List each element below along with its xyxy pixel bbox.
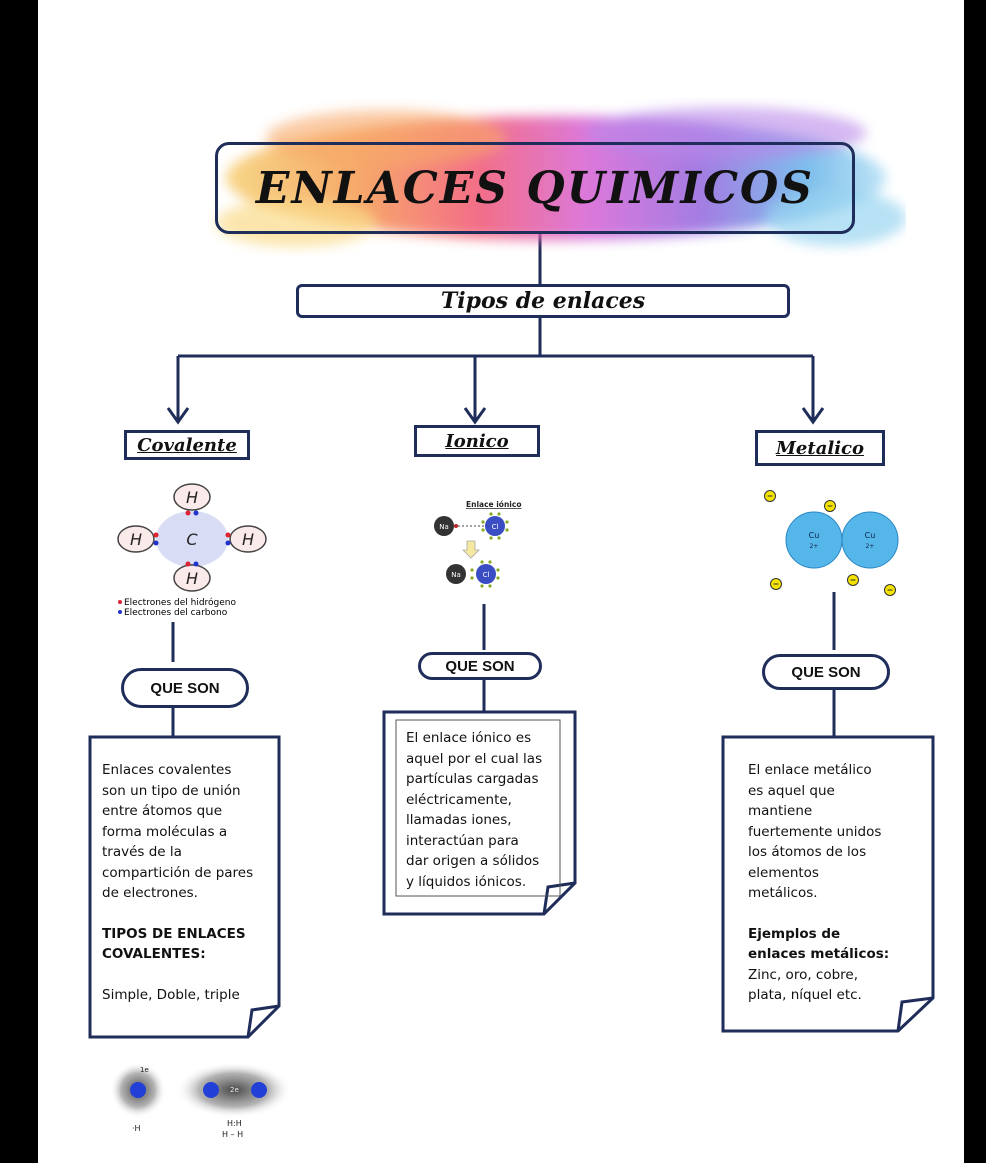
metalico-line-5: los átomos de los xyxy=(748,844,867,860)
h-label-top: H xyxy=(186,488,198,507)
cl-label: Cl xyxy=(492,523,499,531)
ionico-line-4: eléctricamente, xyxy=(406,791,512,808)
carbon-cloud xyxy=(156,511,228,567)
title-box: ENLACES QUIMICOS xyxy=(215,142,855,234)
h-bond-label: H – H xyxy=(222,1130,243,1139)
question-pill-ionico: QUE SON xyxy=(418,652,542,680)
covalente-subheading-2: COVALENTES: xyxy=(102,946,206,962)
watercolor-banner xyxy=(216,107,906,247)
metalico-line-6: elementos xyxy=(748,864,819,881)
methane-diagram: H H H H C Electrones del hidrógeno Elect… xyxy=(117,483,267,618)
legend-hydrogen: Electrones del hidrógeno xyxy=(124,597,236,608)
covalente-types: Simple, Doble, triple xyxy=(102,986,240,1003)
ionico-line-7: dar origen a sólidos xyxy=(406,853,540,869)
covalente-line-2: son un tipo de unión xyxy=(102,782,241,799)
covalente-line-7: de electrones. xyxy=(102,885,198,901)
metalico-line-1: El enlace metálico xyxy=(748,762,872,778)
note-ionico xyxy=(382,710,577,916)
metalico-examples-heading-1: Ejemplos de xyxy=(748,925,841,942)
cl-atom xyxy=(485,516,505,536)
metalico-description: El enlace metálico es aquel que mantiene… xyxy=(748,760,920,1006)
metalico-line-4: fuertemente unidos xyxy=(748,823,882,840)
label-covalente: Covalente xyxy=(137,434,237,456)
h-pair-label: H:H xyxy=(227,1119,242,1128)
ionico-line-2: aquel por el cual las xyxy=(406,750,543,767)
metalico-line-3: mantiene xyxy=(748,803,813,819)
covalente-line-5: través de la xyxy=(102,844,182,860)
note-covalente xyxy=(88,735,281,1039)
h-label-right: H xyxy=(242,530,254,549)
cu-symbol-1: Cu xyxy=(809,531,820,540)
subtitle-box: Tipos de enlaces xyxy=(296,284,790,318)
metalico-line-7: metálicos. xyxy=(748,885,818,901)
na-label: Na xyxy=(439,523,449,531)
label-box-ionico: Ionico xyxy=(414,425,540,457)
h-label-left: H xyxy=(130,530,142,549)
covalente-line-6: compartición de pares xyxy=(102,864,254,881)
h-atom-pair-right xyxy=(251,1082,267,1098)
h-atom-bottom xyxy=(173,564,211,592)
ionico-line-3: partículas cargadas xyxy=(406,771,539,787)
electron-label-1: 1e xyxy=(140,1066,149,1074)
metalico-line-2: es aquel que xyxy=(748,782,835,799)
metalico-examples-2: plata, níquel etc. xyxy=(748,987,862,1003)
ionico-description: El enlace iónico es aquel por el cual la… xyxy=(406,728,558,892)
cu-charge-1: 2+ xyxy=(810,543,819,550)
h-single-label: ·H xyxy=(132,1124,141,1133)
question-pill-metalico: QUE SON xyxy=(762,654,890,690)
down-arrow-icon xyxy=(462,540,480,559)
ionic-diagram: Enlace iónico Na Cl Na Cl xyxy=(434,500,521,588)
h-atom-top xyxy=(173,483,211,511)
question-pill-covalente: QUE SON xyxy=(121,668,249,708)
ionico-line-5: llamadas iones, xyxy=(406,812,512,828)
na-label-2: Na xyxy=(451,571,461,579)
na-atom xyxy=(434,516,454,536)
h-atom-left xyxy=(117,525,155,553)
metalico-examples-heading-2: enlaces metálicos: xyxy=(748,946,890,962)
free-electrons xyxy=(764,490,896,596)
connector-lines xyxy=(166,234,836,740)
metallic-diagram: Cu 2+ Cu 2+ xyxy=(764,490,899,596)
page: ENLACES QUIMICOS Tipos de enlaces Covale… xyxy=(38,0,964,1163)
hydrogen-bond-diagram: 1e 2e ·H H:H H – H xyxy=(110,1062,292,1139)
note-ionico-inner-frame xyxy=(395,719,561,897)
ionico-line-6: interactúan para xyxy=(406,832,519,849)
h-atom-pair-left xyxy=(203,1082,219,1098)
metalico-examples-1: Zinc, oro, cobre, xyxy=(748,966,859,983)
label-box-covalente: Covalente xyxy=(124,430,250,460)
label-ionico: Ionico xyxy=(445,430,509,452)
covalente-line-4: forma moléculas a xyxy=(102,823,228,840)
h-atom-single xyxy=(130,1082,146,1098)
h-atom-right xyxy=(229,525,267,553)
covalente-line-1: Enlaces covalentes xyxy=(102,762,232,778)
cl-label-2: Cl xyxy=(483,571,490,579)
cu-charge-2: 2+ xyxy=(866,543,875,550)
ionico-line-8: y líquidos iónicos. xyxy=(406,873,527,890)
note-shapes xyxy=(88,710,935,1039)
c-label: C xyxy=(186,530,198,549)
h-label-bottom: H xyxy=(186,569,198,588)
legend-carbon: Electrones del carbono xyxy=(124,608,228,618)
subtitle: Tipos de enlaces xyxy=(440,288,646,314)
note-metalico xyxy=(721,735,935,1033)
page-title: ENLACES QUIMICOS xyxy=(255,162,815,214)
electron-label-2: 2e xyxy=(230,1086,239,1094)
covalente-subheading-1: TIPOS DE ENLACES xyxy=(102,925,246,942)
covalente-line-3: entre átomos que xyxy=(102,803,222,819)
ionico-line-1: El enlace iónico es xyxy=(406,730,532,746)
label-metalico: Metalico xyxy=(776,437,864,459)
cu-symbol-2: Cu xyxy=(865,531,876,540)
label-box-metalico: Metalico xyxy=(755,430,885,466)
covalente-description: Enlaces covalentes son un tipo de unión … xyxy=(102,760,274,1005)
ionic-diagram-title: Enlace iónico xyxy=(466,500,521,509)
cu-ion-2 xyxy=(841,511,899,569)
